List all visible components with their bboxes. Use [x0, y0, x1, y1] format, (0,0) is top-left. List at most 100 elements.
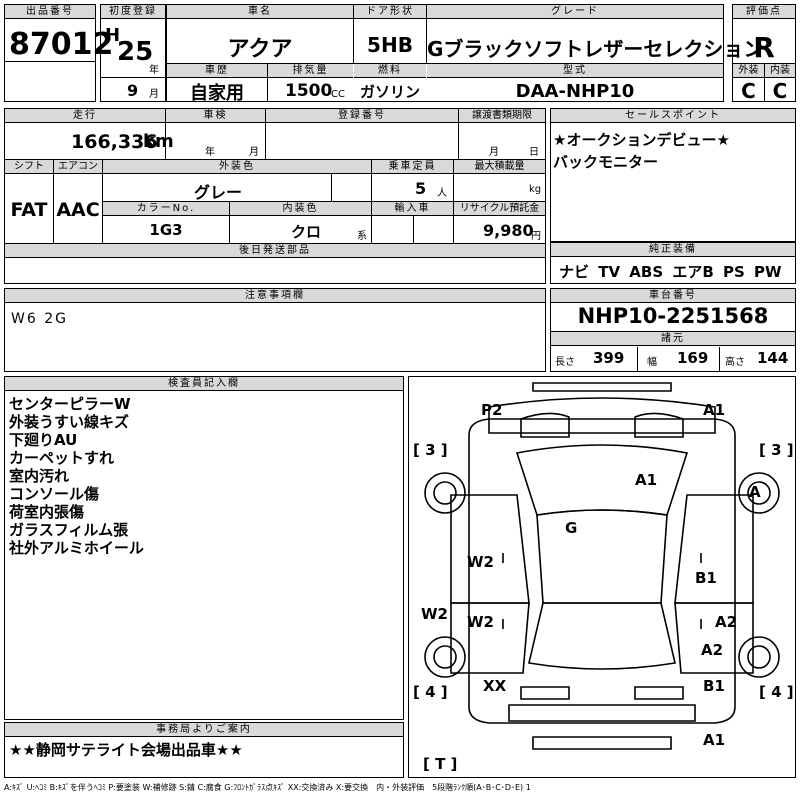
car-name-label: 車名 — [167, 5, 353, 19]
tire-rear-left: [ 4 ] — [413, 683, 448, 701]
inspector-line: ガラスフィルム張 — [9, 521, 129, 539]
height: 144 — [757, 349, 789, 367]
chassis-number: NHP10-2251568 — [577, 304, 769, 328]
exterior-label: 外装 — [733, 64, 764, 78]
sales-point-label: セールスポイント — [551, 109, 795, 123]
era: H — [105, 25, 121, 46]
car-name: アクア — [227, 37, 293, 62]
mark-xx: XX — [483, 677, 507, 695]
mark-a1-rear: A1 — [703, 731, 726, 749]
recycle-label: リサイクル預託金 — [454, 202, 545, 216]
shift: FAT — [10, 199, 48, 221]
max-load-label: 最大積載量 — [454, 160, 545, 174]
lot-number-box: 出品番号 87012 — [4, 4, 113, 102]
office-notice: ★★静岡サテライト会場出品車★★ — [9, 741, 243, 759]
ac: AAC — [56, 199, 100, 221]
grade-label: グレード — [427, 5, 723, 19]
mark-a1-front: A1 — [703, 401, 726, 419]
model: DAA-NHP10 — [515, 81, 635, 102]
later-parts-label: 後日発送部品 — [5, 244, 545, 258]
history-label: 車歴 — [167, 64, 267, 78]
history: 自家用 — [190, 83, 244, 104]
first-registration-label: 初度登録 — [101, 5, 165, 19]
lot-number: 87012 — [9, 27, 114, 62]
mark-g: G — [565, 519, 578, 537]
mileage: 166,336 — [71, 131, 158, 153]
inspector-line: 社外アルミホイール — [9, 539, 144, 557]
inspection-label: 車検 — [166, 109, 265, 123]
door-label: ドア形状 — [354, 5, 426, 19]
sales-point-box: セールスポイント ★オークションデビュー★ バックモニター — [550, 108, 796, 242]
score: R — [753, 31, 775, 64]
registration-number-label: 登録番号 — [266, 109, 458, 123]
year-unit: 年 — [149, 65, 159, 76]
genuine-equipment-label: 純正装備 — [551, 243, 795, 257]
notes-box: 注意事項欄 W6 2G — [4, 288, 546, 372]
door-type: 5HB — [367, 33, 413, 57]
details-box: 走行 車検 登録番号 譲渡書類期限 166,336 km 年 月 月 日 シフト… — [4, 108, 546, 284]
recycle-fee: 9,980 — [483, 221, 534, 240]
import-label: 輸入車 — [372, 202, 453, 216]
capacity: 5 — [415, 179, 427, 198]
max-load-unit: kg — [529, 184, 542, 195]
width-label: 幅 — [647, 357, 657, 368]
inspector-line: コンソール傷 — [9, 485, 100, 503]
mark-p2: P2 — [481, 401, 503, 419]
shift-label: シフト — [5, 160, 53, 174]
reg-year: 25 — [117, 37, 154, 67]
exterior-color-label: 外装色 — [103, 160, 371, 174]
ac-label: エアコン — [54, 160, 102, 174]
score-label: 評価点 — [733, 5, 795, 19]
specs-label: 諸元 — [551, 332, 795, 346]
chassis-number-label: 車台番号 — [551, 289, 795, 303]
car-info-box: 車名 ドア形状 グレード アクア 5HB Gブラックソフトレザーセレクション 車… — [166, 4, 764, 104]
reg-month: 9 — [127, 81, 139, 100]
car-diagram-box: [ 3 ] [ 3 ] [ 4 ] [ 4 ] [ T ] P2 A1 A1 A… — [408, 376, 796, 778]
fuel: ガソリン — [359, 83, 420, 101]
score-box: 評価点 R 外装 内装 C C — [732, 4, 796, 103]
sales-point-line: バックモニター — [553, 153, 659, 171]
mark-w2-left-wheel: W2 — [421, 605, 448, 623]
displacement-label: 排気量 — [268, 64, 353, 78]
transfer-month-unit: 月 — [489, 147, 499, 158]
genuine-equipment: ナビ TV ABS エアB PS PW — [559, 263, 782, 281]
tire-rear-right: [ 4 ] — [759, 683, 794, 701]
interior-score: C — [772, 79, 788, 103]
capacity-label: 乗車定員 — [372, 160, 453, 174]
model-label: 型式 — [427, 64, 723, 78]
mark-w2-rear-door: W2 — [467, 613, 494, 631]
inspector-box: 検査員記入欄 センターピラーW 外装うすい線キズ 下廻りAU カーペットすれ 室… — [4, 376, 404, 720]
mark-a2-right-door: A2 — [715, 613, 738, 631]
exterior-score: C — [741, 79, 756, 103]
displacement: 1500 — [285, 81, 333, 101]
inspector-line: センターピラーW — [9, 395, 131, 413]
color-number-label: カラーNo. — [103, 202, 229, 216]
transfer-day-unit: 日 — [529, 147, 539, 158]
mark-a-wheel: A — [749, 483, 761, 501]
color-number: 1G3 — [149, 221, 183, 239]
month-unit: 月 — [149, 89, 159, 100]
interior-color: クロ — [291, 223, 322, 241]
car-diagram — [424, 382, 780, 750]
displacement-unit: CC — [331, 89, 345, 100]
office-notice-label: 事務局よりご案内 — [5, 723, 403, 737]
chassis-box: 車台番号 NHP10-2251568 諸元 長さ 399 幅 169 高さ 14… — [550, 288, 796, 372]
transfer-deadline-label: 譲渡書類期限 — [459, 109, 545, 123]
length-label: 長さ — [555, 357, 575, 368]
mark-b1-rear: B1 — [703, 677, 725, 695]
inspection-year-unit: 年 — [205, 147, 215, 158]
interior-color-label: 内装色 — [230, 202, 371, 216]
grade: Gブラックソフトレザーセレクション — [427, 37, 764, 61]
spare-tire: [ T ] — [423, 755, 458, 773]
legend: A:ｷｽﾞ U:ﾍｺﾐ B:ｷｽﾞを伴うﾍｺﾐ P:要塗装 W:補修跡 S:錆 … — [4, 783, 531, 792]
exterior-color: グレー — [193, 183, 242, 202]
length: 399 — [593, 349, 625, 367]
inspection-month-unit: 月 — [249, 147, 259, 158]
recycle-unit: 円 — [531, 231, 541, 242]
lot-number-label: 出品番号 — [5, 5, 95, 19]
width: 169 — [677, 349, 709, 367]
first-registration-box: 初度登録 H 25 年 9 月 — [100, 4, 166, 102]
tire-front-left: [ 3 ] — [413, 441, 448, 459]
notes-label: 注意事項欄 — [5, 289, 545, 303]
mark-a2-right-rear: A2 — [701, 641, 724, 659]
